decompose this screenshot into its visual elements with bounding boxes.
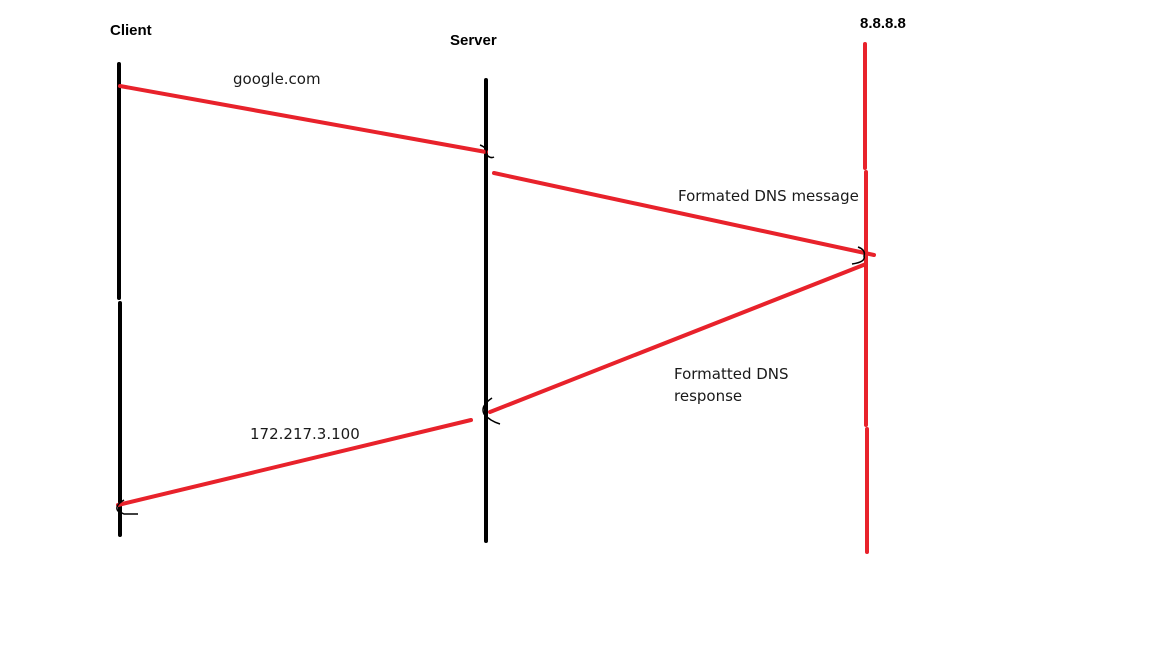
message-label-formated-dns-message: Formated DNS message [678, 187, 859, 205]
dns-server-heading: 8.8.8.8 [860, 15, 906, 32]
message-label-formatted-dns-response-line1: Formatted DNS [674, 365, 789, 383]
message-arrow-client-to-server [118, 84, 495, 159]
message-arrow-server-to-client [116, 418, 473, 515]
message-label-google: google.com [233, 70, 321, 88]
message-label-ip-address: 172.217.3.100 [250, 425, 360, 443]
message-arrow-dns-to-server [482, 262, 868, 425]
client-heading: Client [110, 22, 152, 39]
client-lifeline [117, 62, 122, 537]
message-label-formatted-dns-response-line2: response [674, 387, 743, 405]
server-heading: Server [450, 32, 497, 49]
dns-lifeline [863, 42, 869, 554]
message-arrow-server-to-dns [492, 171, 876, 265]
